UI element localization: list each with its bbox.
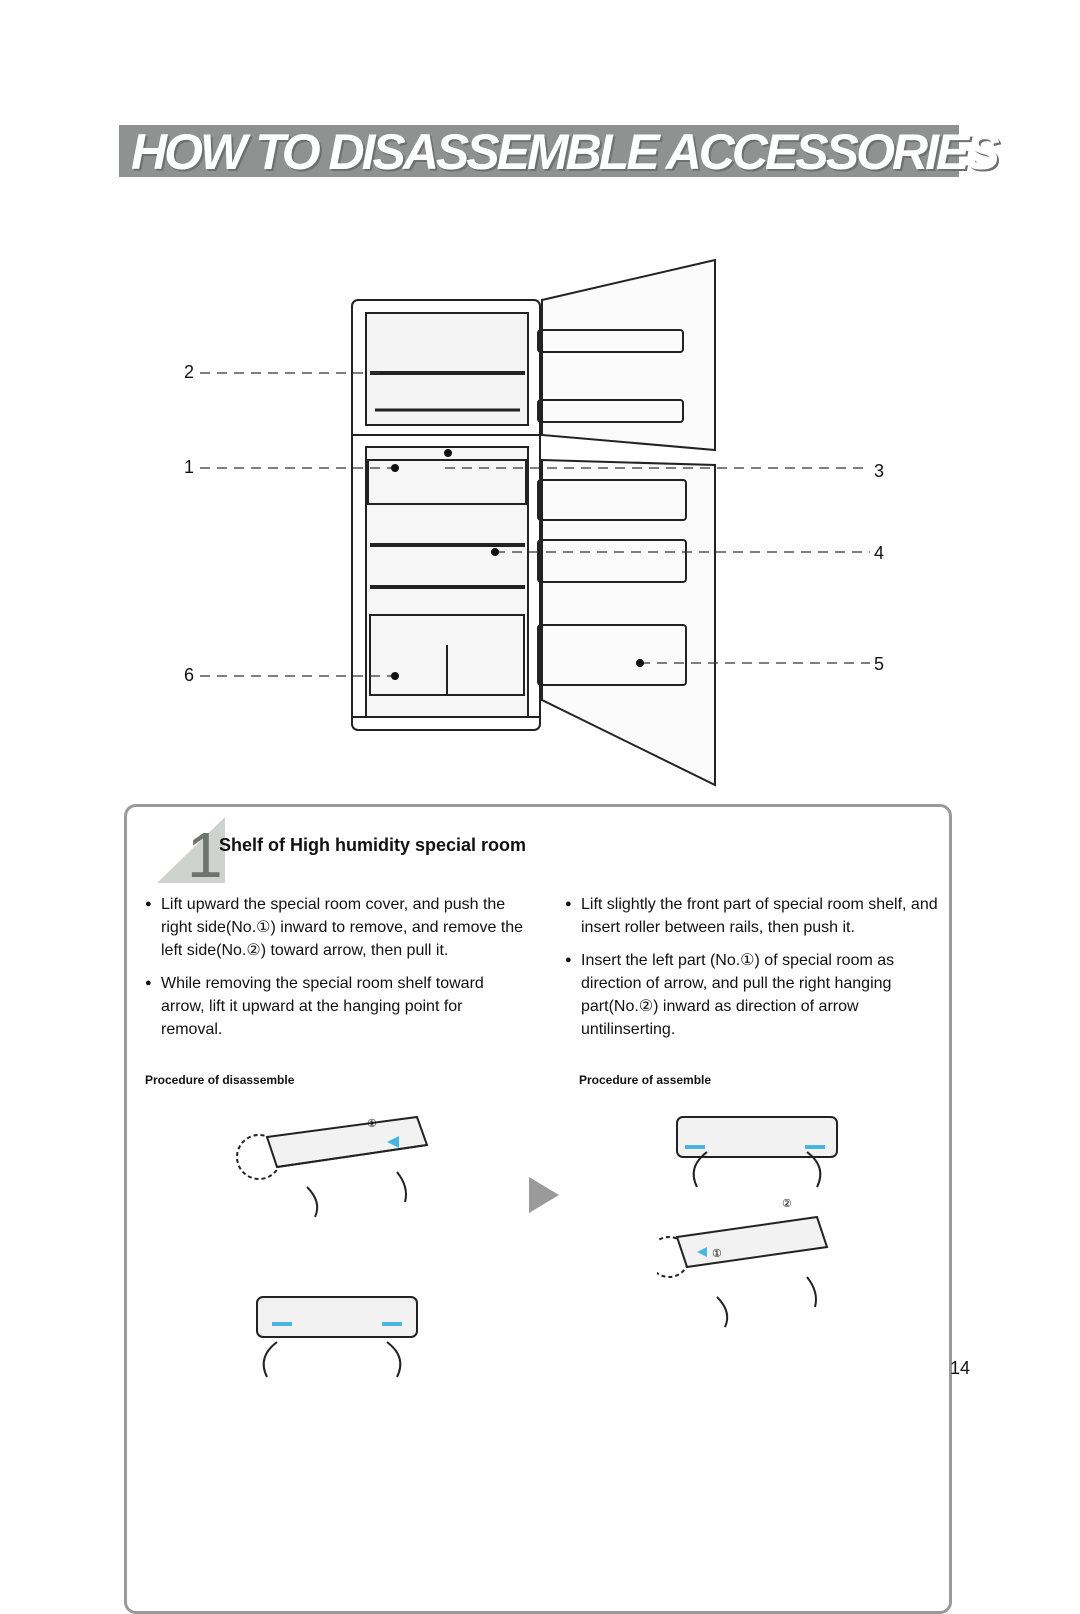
page-number: 14: [950, 1358, 971, 1378]
callout-3: 3: [874, 461, 885, 481]
bullet-item: While removing the special room shelf to…: [145, 972, 525, 1041]
callout-6: 6: [184, 665, 195, 685]
next-step-arrow-icon: [529, 1177, 559, 1213]
page-title: HOW TO DISASSEMBLE ACCESSORIES: [131, 124, 1000, 180]
assemble-instructions: Lift slightly the front part of special …: [565, 893, 945, 1051]
title-bar: HOW TO DISASSEMBLE ACCESSORIES: [119, 125, 1000, 179]
section-number-badge: 1: [157, 817, 225, 883]
marker-1: ①: [367, 1118, 377, 1130]
assemble-illustration: ② ①: [657, 1116, 838, 1328]
procedure-assemble-label: Procedure of assemble: [579, 1073, 712, 1087]
fridge-cabinet: [351, 299, 541, 731]
freezer-door: [541, 258, 716, 452]
marker-1: ①: [712, 1248, 722, 1260]
marker-2: ②: [782, 1198, 792, 1210]
disassemble-illustration: ①: [236, 1115, 429, 1378]
door-bin-4: [537, 539, 687, 583]
bullet-item: Lift slightly the front part of special …: [565, 893, 945, 939]
door-bin-5: [537, 624, 687, 686]
callout-5: 5: [874, 654, 885, 674]
fridge-door: [541, 458, 716, 787]
callout-1: 1: [184, 457, 195, 477]
section-number: 1: [187, 819, 223, 883]
callout-4: 4: [874, 543, 885, 563]
section-title: Shelf of High humidity special room: [219, 835, 527, 855]
procedure-disassemble-label: Procedure of disassemble: [145, 1073, 295, 1087]
bullet-item: Insert the left part (No.①) of special r…: [565, 949, 945, 1041]
disassemble-instructions: Lift upward the special room cover, and …: [145, 893, 525, 1051]
special-room-cover: [367, 459, 527, 505]
refrigerator-diagram: [200, 258, 870, 787]
callout-2: 2: [184, 362, 195, 382]
bullet-item: Lift upward the special room cover, and …: [145, 893, 525, 962]
door-bin-3: [537, 479, 687, 521]
section-panel: 1 Shelf of High humidity special room Li…: [124, 804, 952, 1614]
